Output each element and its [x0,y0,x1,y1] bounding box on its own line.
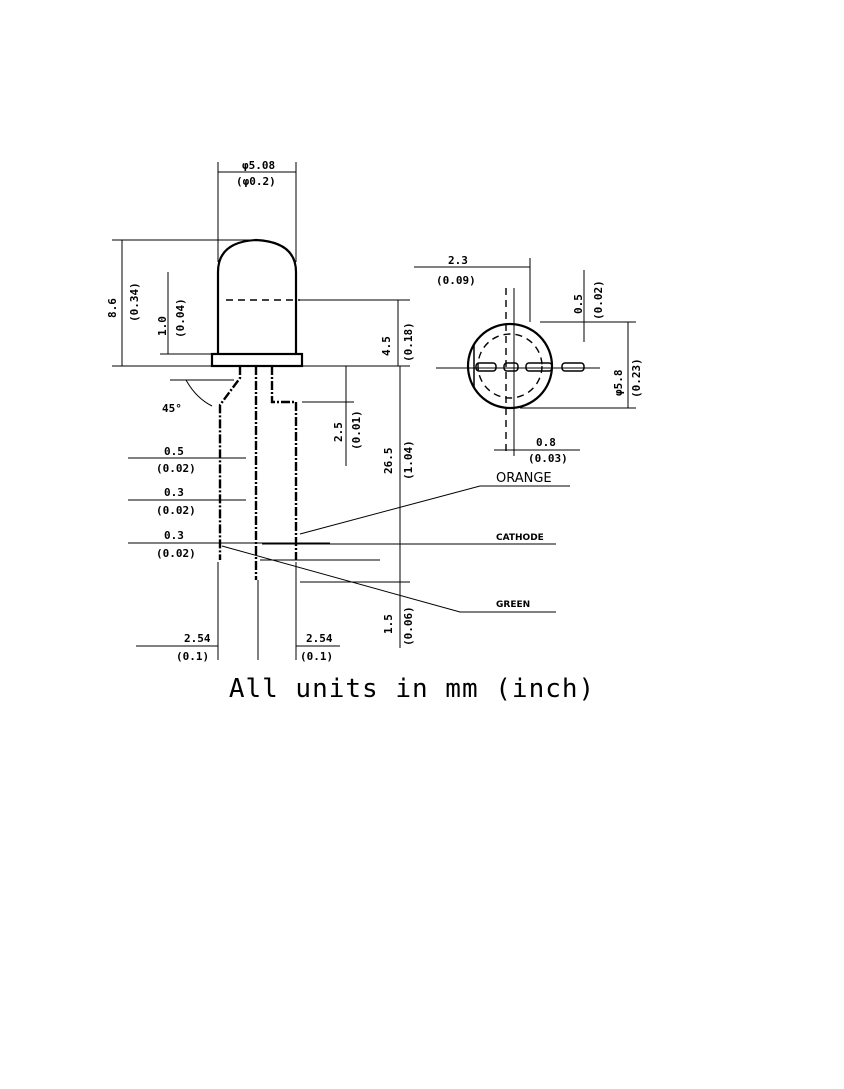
dim-body-height: 8.6 [106,298,119,318]
dim-lead-w2: 0.3 [164,486,184,499]
dim-bottom-offset: 2.3 [448,254,468,267]
dim-top-diameter: φ5.08 [242,159,275,172]
dim-bottom-lead-width: 0.8 [536,436,556,449]
led-flange [210,352,304,368]
units-caption: All units in mm (inch) [228,674,596,704]
lead-left-green [218,366,242,560]
dim-lead-tip: 1.5 [382,614,395,634]
dim-angle-arc [185,379,213,407]
dim-flange-height: 4.5 [380,336,393,356]
lead-pad-3 [525,362,553,372]
dim-pitch-right: 2.54 [306,632,333,645]
bottom-view: 2.3 (0.09) 0.5 (0.02) φ5.8 (0.23) 0.8 (0… [414,254,643,465]
dim-bottom-gap-inch: (0.02) [592,280,605,320]
dim-bottom-diameter: φ5.8 [612,370,625,397]
label-cathode: CATHODE [496,533,544,543]
label-green: GREEN [496,600,530,610]
label-orange: ORANGE [496,471,552,486]
dim-lead-step-inch: (0.01) [350,410,363,450]
dim-bottom-gap: 0.5 [572,294,585,314]
dim-lead-step: 2.5 [332,422,345,442]
led-dome-outline [216,238,298,354]
dim-body-height-inch: (0.34) [128,282,141,322]
lead-pad-2 [503,362,519,372]
dim-bend-angle: 45° [162,402,182,415]
lead-pad-4 [561,362,585,372]
dim-pitch-right-inch: (0.1) [300,650,333,663]
dim-lead-tip-inch: (0.06) [402,606,415,646]
bottom-inner-dashed [477,333,543,399]
leader-green [221,545,556,613]
dim-pitch-left-inch: (0.1) [176,650,209,663]
dim-flange-height-inch: (0.18) [402,322,415,362]
dim-bottom-lead-width-inch: (0.03) [528,452,568,465]
dim-bottom-diameter-inch: (0.23) [630,358,643,398]
lead-pad-1 [475,362,497,372]
side-view: φ5.08 (φ0.2) 8.6 (0.34) 1.0 (0.04) 4.5 (… [106,159,570,663]
dim-dome-offset-inch: (0.04) [174,298,187,338]
lead-right-orange [270,366,298,560]
dim-top-diameter-inch: (φ0.2) [236,175,276,188]
dim-lead-length: 26.5 [382,448,395,475]
dim-bottom-offset-inch: (0.09) [436,274,476,287]
dim-dome-offset: 1.0 [156,316,169,336]
dim-lead-w3: 0.3 [164,529,184,542]
dim-lead-w1-inch: (0.02) [156,462,196,475]
dim-lead-w1: 0.5 [164,445,184,458]
dim-lead-length-inch: (1.04) [402,440,415,480]
bottom-outline [466,322,554,410]
dim-lead-w3-inch: (0.02) [156,547,196,560]
dim-pitch-left: 2.54 [184,632,211,645]
dim-lead-w2-inch: (0.02) [156,504,196,517]
leader-orange [299,485,570,535]
